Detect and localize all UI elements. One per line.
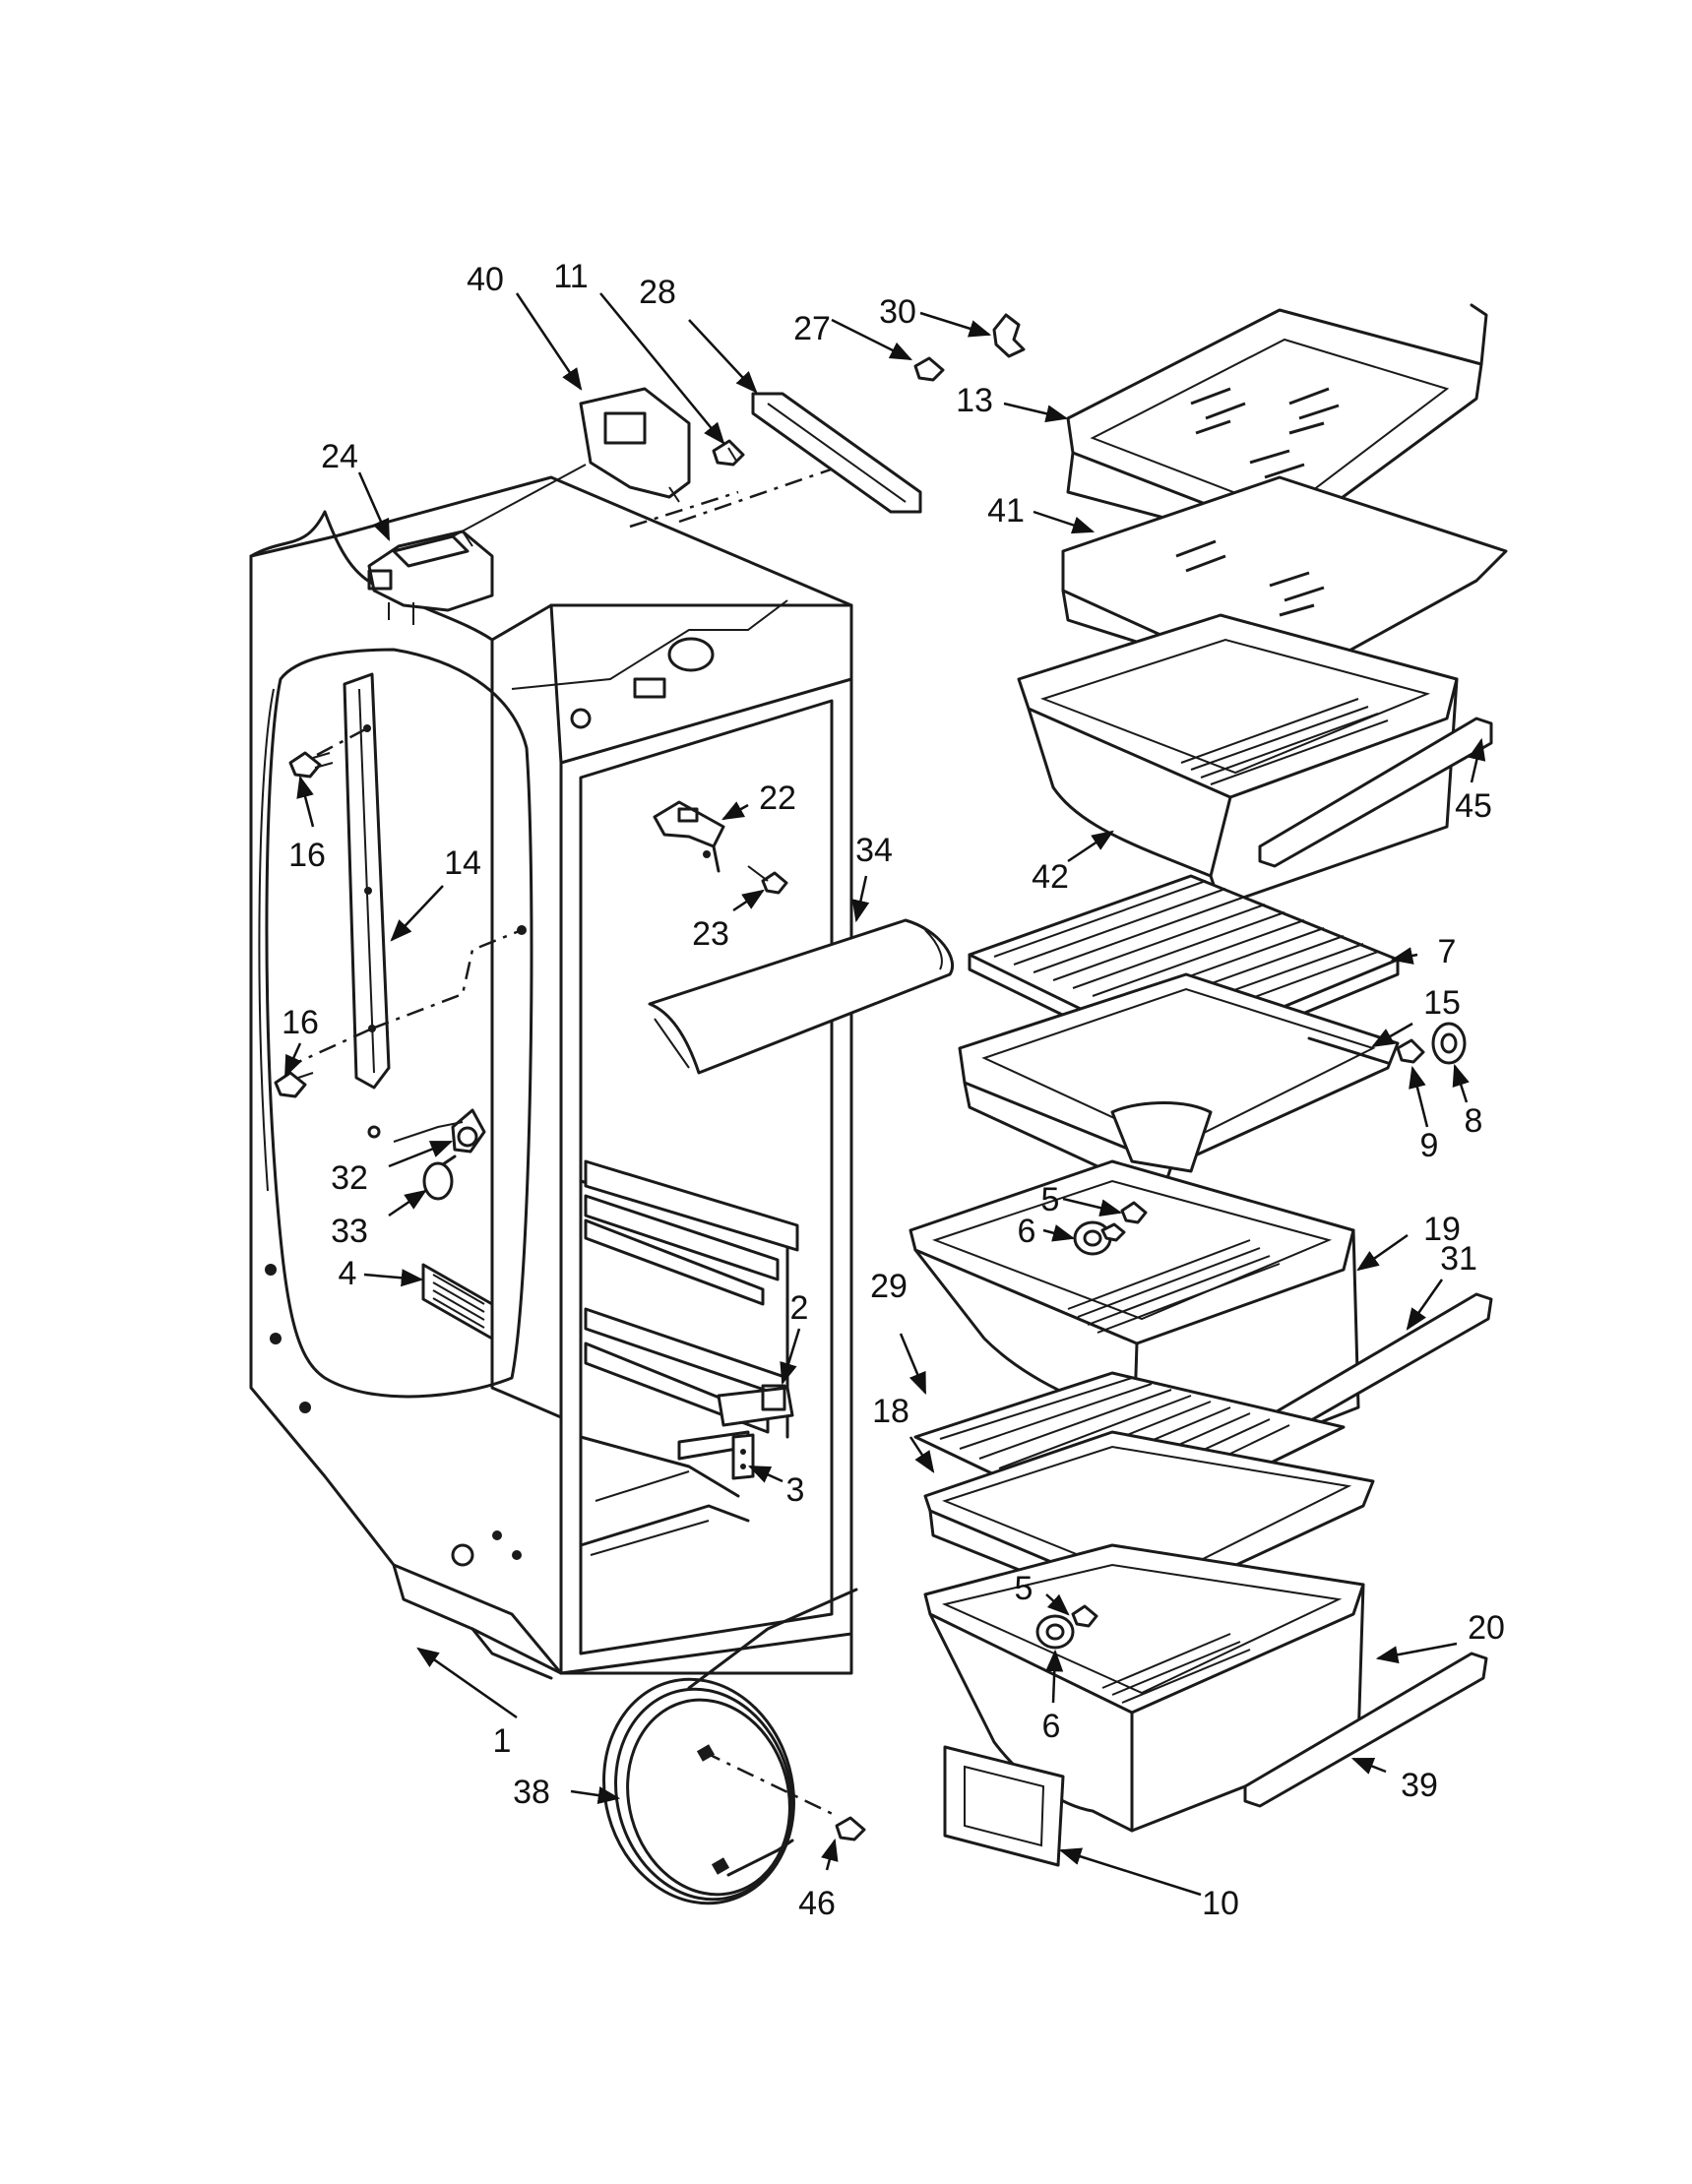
screw-46 (835, 1816, 866, 1841)
callout-33: 33 (331, 1213, 368, 1250)
bracket-22 (653, 800, 725, 873)
callout-45: 45 (1455, 787, 1492, 825)
lamp-socket-32 (367, 1108, 486, 1154)
callout-41: 41 (987, 492, 1025, 530)
callout-9: 9 (1420, 1127, 1439, 1164)
callout-8: 8 (1465, 1102, 1483, 1140)
callout-11: 11 (553, 258, 588, 295)
clip-30 (992, 313, 1026, 358)
screw-23 (747, 865, 788, 895)
callout-29: 29 (870, 1268, 908, 1305)
callout-7: 7 (1438, 933, 1457, 970)
knob-8 (1431, 1022, 1467, 1065)
screw-16-upper (288, 751, 334, 779)
light-shield-34 (648, 918, 955, 1075)
callout-5-lower: 5 (1015, 1570, 1034, 1607)
screw-5-upper (1120, 1201, 1148, 1224)
callout-13: 13 (956, 382, 993, 419)
callout-23: 23 (692, 915, 729, 953)
callout-6-lower: 6 (1042, 1708, 1061, 1745)
callout-32: 32 (331, 1159, 368, 1197)
callout-18: 18 (872, 1393, 909, 1430)
callout-14: 14 (444, 844, 481, 882)
screw-16-lower (274, 1071, 314, 1098)
callout-22: 22 (759, 780, 796, 817)
callout-28: 28 (639, 274, 676, 311)
callout-6-upper: 6 (1018, 1213, 1036, 1250)
water-tube-38 (602, 1588, 858, 1905)
callout-20: 20 (1468, 1609, 1505, 1647)
callout-31: 31 (1440, 1240, 1477, 1278)
callout-27: 27 (793, 310, 831, 347)
screw-27 (913, 356, 945, 382)
control-bracket-40 (579, 387, 691, 503)
bracket-2 (717, 1384, 794, 1427)
roller-6-lower (1035, 1614, 1075, 1650)
shelf-rail-28 (751, 392, 922, 514)
connector-line (678, 466, 838, 524)
screw-11 (712, 439, 745, 467)
connector-line (452, 464, 587, 537)
callout-24: 24 (321, 438, 358, 475)
callout-16-lower: 16 (282, 1004, 319, 1041)
glass-shelf-13 (1066, 303, 1488, 553)
callout-15: 15 (1423, 984, 1461, 1022)
cover-10 (943, 1745, 1065, 1867)
callout-1: 1 (493, 1722, 512, 1760)
leader-arrows (283, 292, 1486, 1897)
callout-40: 40 (467, 261, 504, 298)
connector-line (629, 490, 739, 529)
callout-38: 38 (513, 1774, 550, 1811)
vent-grille-4 (421, 1263, 494, 1341)
callout-34: 34 (855, 832, 893, 869)
callout-16-upper: 16 (288, 837, 326, 874)
cabinet-liner (249, 475, 853, 1680)
callout-19: 19 (1423, 1211, 1461, 1248)
light-bulb-33 (422, 1154, 457, 1201)
callout-4: 4 (339, 1255, 357, 1292)
callout-2: 2 (790, 1289, 809, 1327)
trim-39 (1243, 1652, 1488, 1808)
screw-5-lower (1071, 1604, 1098, 1628)
callout-46: 46 (798, 1885, 836, 1922)
callout-3: 3 (786, 1471, 805, 1509)
bracket-3 (677, 1430, 755, 1480)
callout-labels: 1 2 3 4 5 6 7 8 9 10 11 13 14 15 16 16 1… (282, 258, 1505, 1922)
callout-10: 10 (1202, 1885, 1239, 1922)
crisper-pan-42 (1017, 613, 1459, 907)
screw-9 (1396, 1038, 1425, 1064)
roller-6-upper (1073, 1220, 1126, 1256)
control-housing-24 (367, 530, 494, 625)
callout-30: 30 (879, 293, 916, 331)
callout-42: 42 (1032, 858, 1069, 896)
trim-45 (1258, 717, 1493, 868)
callout-5-upper: 5 (1041, 1181, 1060, 1218)
callout-39: 39 (1401, 1767, 1438, 1804)
vertical-rail-14 (284, 672, 527, 1090)
cover-frame-15 (958, 972, 1400, 1198)
